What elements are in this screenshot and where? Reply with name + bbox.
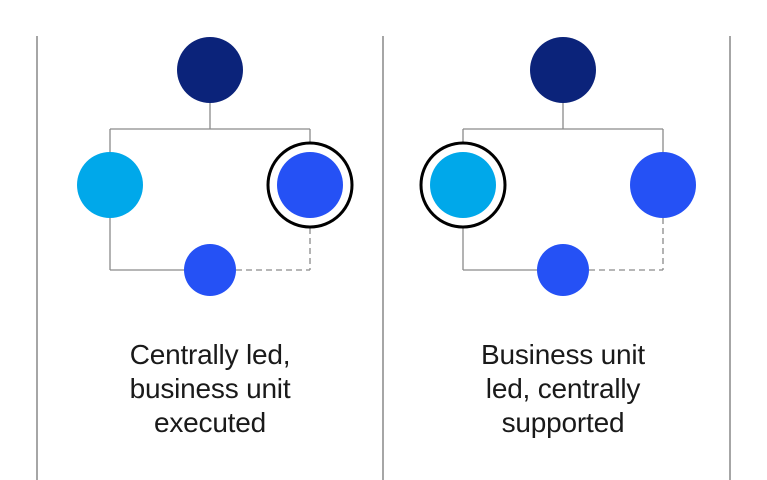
- model-business-unit-led: [419, 37, 696, 296]
- caption-line: supported: [501, 407, 625, 438]
- caption-line: led, centrally: [485, 373, 641, 404]
- top-node: [530, 37, 596, 103]
- caption-line: Centrally led,: [129, 339, 291, 370]
- caption-centrally-led: Centrally led, business unit executed: [60, 338, 360, 440]
- right-node: [630, 152, 696, 218]
- bottom-node: [537, 244, 589, 296]
- model-centrally-led: [77, 37, 354, 296]
- caption-business-unit-led: Business unit led, centrally supported: [413, 338, 713, 440]
- left-node: [77, 152, 143, 218]
- caption-line: business unit: [129, 373, 291, 404]
- caption-line: executed: [153, 407, 267, 438]
- left-node: [430, 152, 496, 218]
- caption-line: Business unit: [481, 339, 645, 370]
- bottom-node: [184, 244, 236, 296]
- top-node: [177, 37, 243, 103]
- right-node: [277, 152, 343, 218]
